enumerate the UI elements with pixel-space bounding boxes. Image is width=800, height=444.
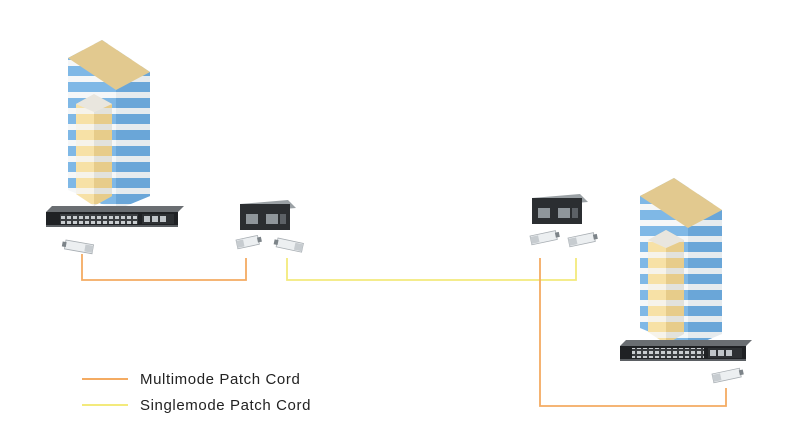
sfp-transceiver-icon	[235, 234, 262, 250]
media-converter-icon	[532, 194, 588, 224]
legend-label-singlemode: Singlemode Patch Cord	[140, 396, 312, 414]
building-icon	[640, 178, 722, 348]
network-switch-icon	[46, 206, 184, 227]
network-switch-icon	[620, 340, 752, 361]
multimode-patch-cord	[539, 258, 727, 407]
multimode-swatch	[82, 378, 128, 380]
multimode-patch-cord	[81, 254, 247, 281]
sfp-transceiver-icon	[529, 230, 560, 246]
legend-label-multimode: Multimode Patch Cord	[140, 370, 301, 388]
sfp-transceiver-icon	[567, 232, 598, 248]
legend-item-multimode: Multimode Patch Cord	[82, 366, 311, 392]
sfp-transceiver-icon	[61, 239, 95, 255]
sfp-transceiver-icon	[711, 367, 744, 384]
media-converter-icon	[240, 200, 296, 230]
legend-item-singlemode: Singlemode Patch Cord	[82, 392, 311, 418]
singlemode-patch-cord	[286, 258, 577, 281]
singlemode-swatch	[82, 404, 128, 406]
building-icon	[68, 40, 150, 210]
legend: Multimode Patch Cord Singlemode Patch Co…	[82, 366, 311, 418]
sfp-transceiver-icon	[273, 237, 304, 253]
